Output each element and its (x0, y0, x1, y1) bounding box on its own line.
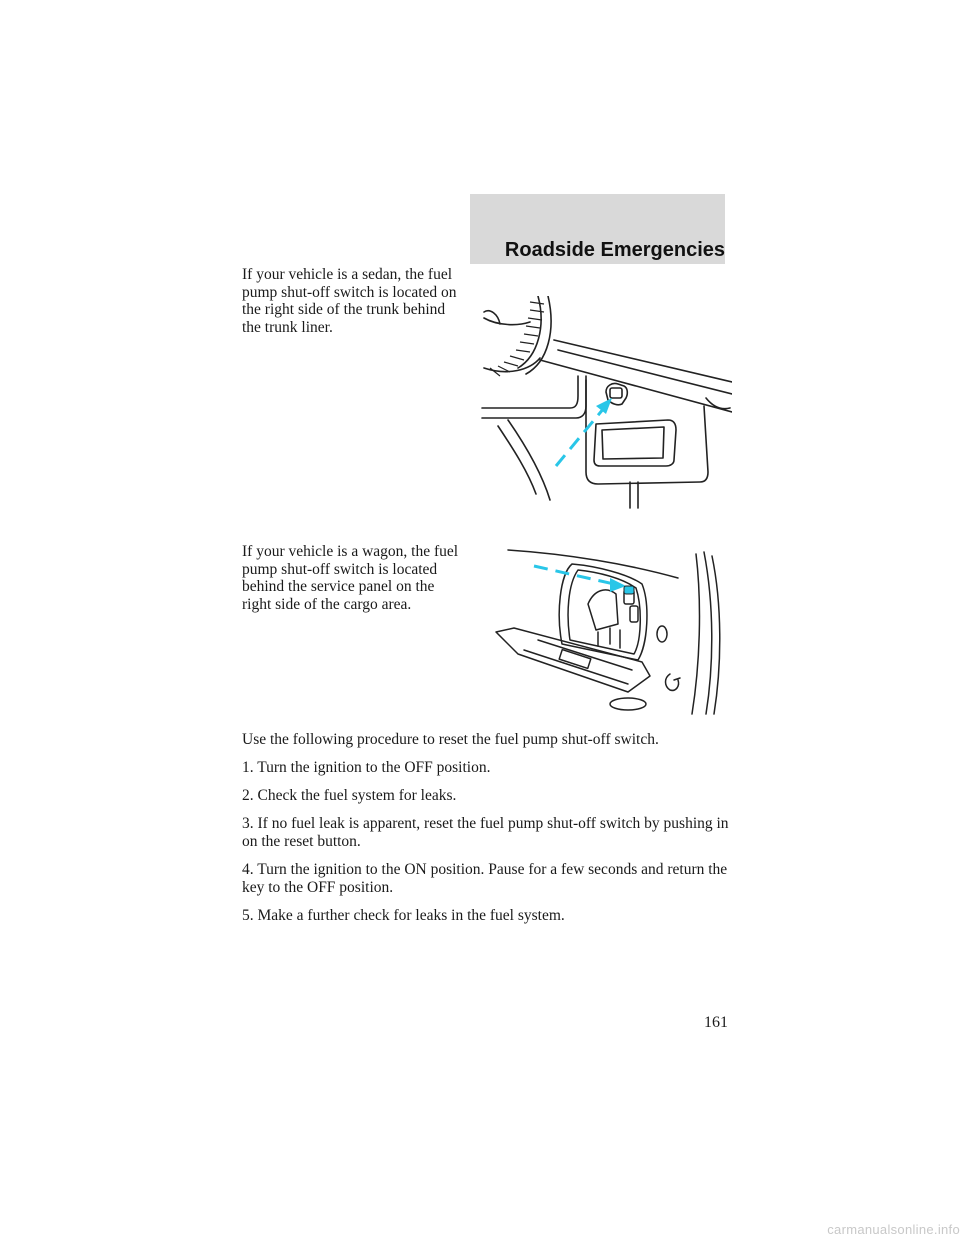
section-title: Roadside Emergencies (504, 239, 725, 261)
wagon-paragraph: If your vehicle is a wagon, the fuel pum… (242, 543, 459, 613)
section-header-band: Roadside Emergencies (470, 194, 725, 264)
watermark: carmanualsonline.info (827, 1222, 960, 1237)
step-1: 1. Turn the ignition to the OFF position… (242, 759, 491, 776)
step-2: 2. Check the fuel system for leaks. (242, 787, 457, 804)
step-4: 4. Turn the ignition to the ON position.… (242, 861, 728, 896)
wagon-cargo-illustration (495, 549, 721, 715)
step-5: 5. Make a further check for leaks in the… (242, 907, 565, 924)
page-number: 161 (704, 1014, 728, 1031)
procedure-intro: Use the following procedure to reset the… (242, 731, 659, 748)
step-3: 3. If no fuel leak is apparent, reset th… (242, 815, 729, 850)
sedan-trunk-illustration (481, 296, 732, 509)
sedan-paragraph: If your vehicle is a sedan, the fuel pum… (242, 266, 457, 336)
